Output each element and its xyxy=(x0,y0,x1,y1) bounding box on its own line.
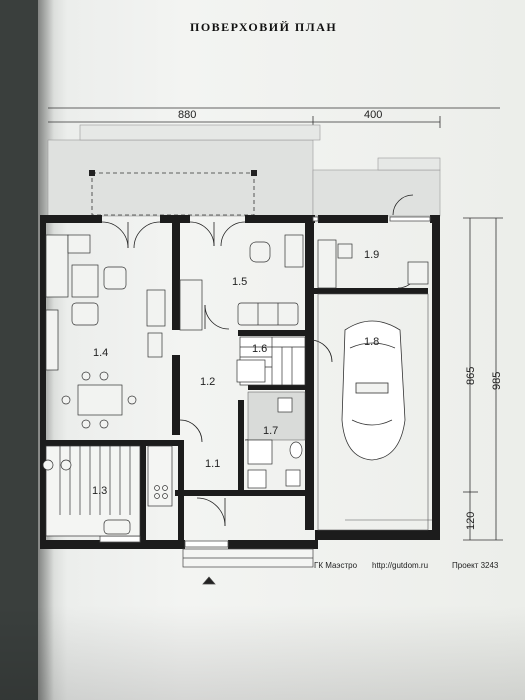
living-room-furniture xyxy=(45,234,166,429)
room-label-1-9: 1.9 xyxy=(364,249,379,261)
footer-url: http://gutdom.ru xyxy=(372,561,429,570)
room-label-1-2: 1.2 xyxy=(200,376,215,388)
room-label-1-5: 1.5 xyxy=(232,276,247,288)
dimension-880: 880 xyxy=(178,109,196,121)
dimension-lines xyxy=(48,107,503,541)
footer-company: ГК Маэстро xyxy=(314,561,358,570)
dimension-400: 400 xyxy=(364,109,382,121)
room-label-1-6: 1.6 xyxy=(252,343,267,355)
room-label-1-7: 1.7 xyxy=(263,425,278,437)
room-label-1-3: 1.3 xyxy=(92,485,107,497)
staircase xyxy=(236,336,306,386)
dimension-120: 120 xyxy=(465,512,477,530)
room-label-1-1: 1.1 xyxy=(205,458,220,470)
dimension-985: 985 xyxy=(491,372,503,390)
room-1-3-fixtures xyxy=(42,445,173,537)
entrance-steps xyxy=(182,548,314,585)
garage-floor xyxy=(317,293,432,531)
terrace-area xyxy=(47,124,441,217)
page-bottom-shade xyxy=(0,605,525,700)
room-label-1-4: 1.4 xyxy=(93,347,108,359)
car-icon xyxy=(341,320,406,461)
room-1-9-furniture xyxy=(317,239,429,289)
room-1-5-furniture xyxy=(179,234,304,331)
room-label-1-8: 1.8 xyxy=(364,336,379,348)
dimension-865: 865 xyxy=(465,367,477,385)
footer-project: Проект 3243 xyxy=(452,561,499,570)
page-title: ПОВЕРХОВИЙ ПЛАН xyxy=(190,20,338,34)
bathroom-fixtures xyxy=(247,391,306,489)
inner-walls xyxy=(40,215,428,540)
